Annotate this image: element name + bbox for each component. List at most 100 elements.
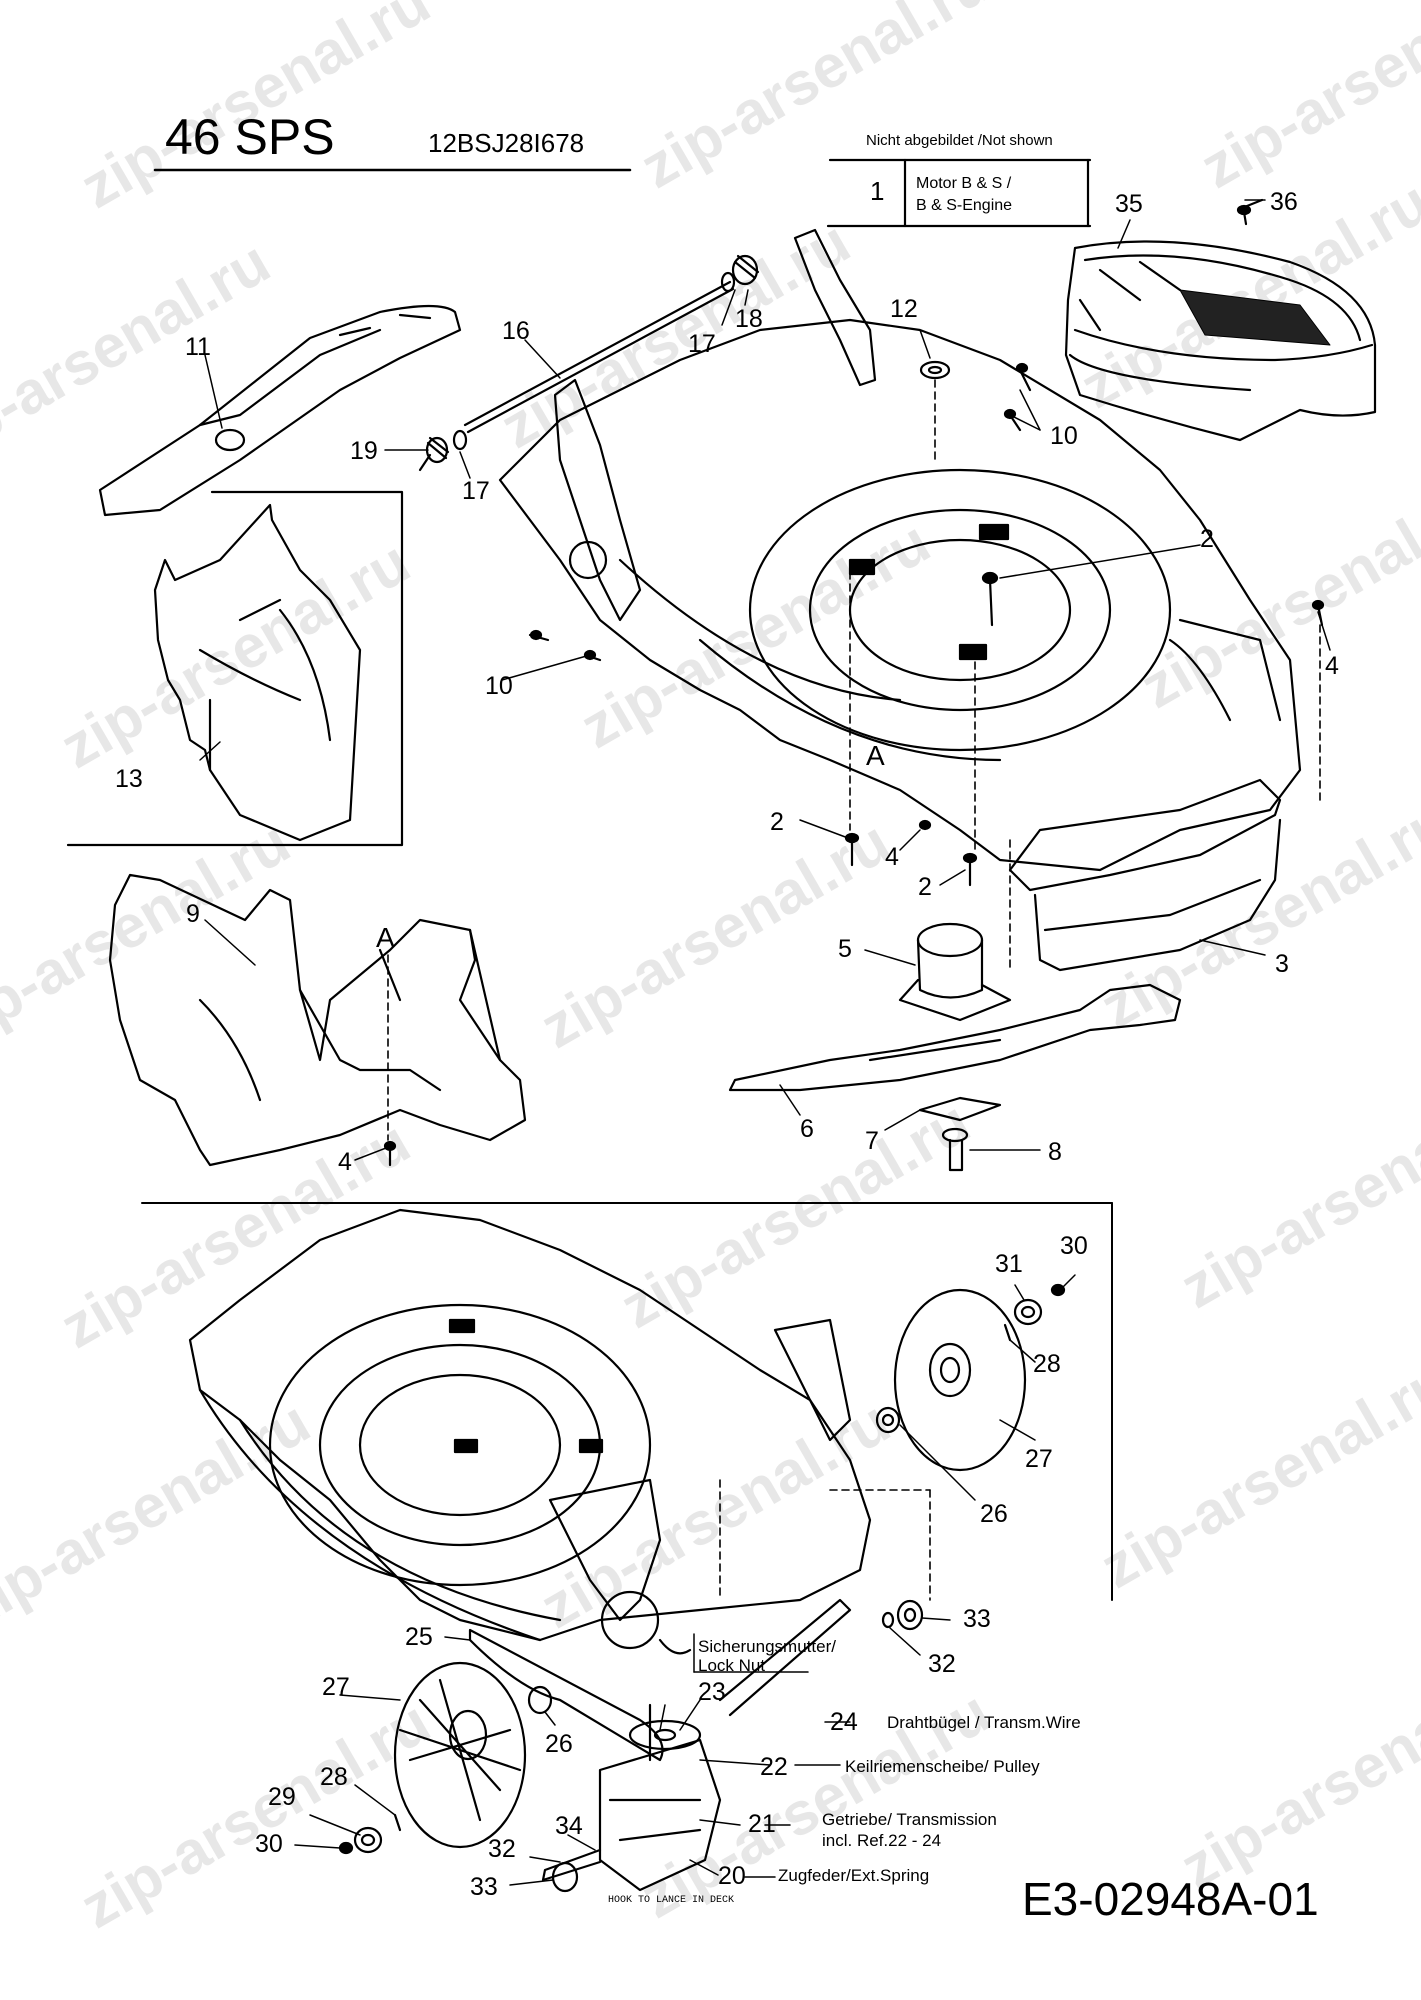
callout-28-right: 28 bbox=[1033, 1350, 1061, 1378]
screw-2-bottom2 bbox=[962, 852, 978, 887]
callout-24: 24 bbox=[830, 1708, 858, 1736]
bushing-26-right bbox=[875, 1406, 901, 1434]
callout-34: 34 bbox=[555, 1812, 583, 1840]
callout-3: 3 bbox=[1275, 950, 1289, 978]
callout-7: 7 bbox=[865, 1127, 879, 1155]
drive-shaft-34 bbox=[541, 1848, 602, 1882]
lock-nut-bracket bbox=[693, 1633, 809, 1673]
screw-30-left bbox=[338, 1841, 354, 1855]
callout-22: 22 bbox=[760, 1753, 788, 1781]
callout-2-center: 2 bbox=[1200, 525, 1214, 553]
blade-6 bbox=[728, 983, 1182, 1092]
spring-19 bbox=[418, 436, 450, 472]
callout-17-left: 17 bbox=[462, 477, 490, 505]
rear-bracket-left bbox=[553, 378, 642, 622]
callout-8: 8 bbox=[1048, 1138, 1062, 1166]
callout-5: 5 bbox=[838, 935, 852, 963]
v-belt-25 bbox=[468, 1628, 664, 1762]
callout-9: 9 bbox=[186, 900, 200, 928]
callout-31: 31 bbox=[995, 1250, 1023, 1278]
callout-17-top: 17 bbox=[688, 330, 716, 358]
callout-26-left: 26 bbox=[545, 1730, 573, 1758]
part-number: 12BSJ28I678 bbox=[428, 128, 585, 158]
callout-33-left: 33 bbox=[470, 1873, 498, 1901]
label-ext-spring: Zugfeder/Ext.Spring bbox=[778, 1866, 930, 1885]
label-lock-nut-1: Sicherungsmutter/ bbox=[698, 1637, 836, 1656]
callout-35: 35 bbox=[1115, 190, 1143, 218]
washer-17b bbox=[452, 429, 468, 451]
callout-2-lower: 2 bbox=[770, 808, 784, 836]
transmission-21 bbox=[598, 1719, 722, 1892]
callout-11: 11 bbox=[185, 333, 211, 361]
pin-28-left bbox=[393, 1813, 402, 1832]
not-shown-box bbox=[826, 158, 1092, 228]
wheel-27-right bbox=[893, 1288, 1027, 1472]
not-shown-caption: Nicht abgebildet /Not shown bbox=[866, 132, 1053, 149]
not-shown-line2: B & S-Engine bbox=[916, 197, 1013, 214]
blade-adapter-5 bbox=[898, 922, 1012, 1022]
label-transm-wire: Drahtbügel / Transm.Wire bbox=[887, 1713, 1081, 1732]
washer-17a bbox=[720, 271, 736, 293]
callout-10-left: 10 bbox=[485, 672, 513, 700]
callout-29: 29 bbox=[268, 1783, 296, 1811]
callout-30-top: 30 bbox=[1060, 1232, 1088, 1260]
assembly-guides bbox=[387, 379, 1321, 1141]
callout-32-left: 32 bbox=[488, 1835, 516, 1863]
callout-20: 20 bbox=[718, 1862, 746, 1890]
screw-2-center bbox=[981, 571, 999, 627]
screw-4-bag bbox=[383, 1140, 397, 1167]
rear-skirt-3 bbox=[1008, 778, 1282, 972]
mower-deck-top bbox=[498, 318, 1302, 872]
drawing-code: E3-02948A-01 bbox=[1022, 1873, 1319, 1925]
rear-axle-16 bbox=[463, 280, 735, 434]
washer-32-right bbox=[881, 1611, 895, 1629]
callout-12: 12 bbox=[890, 295, 918, 323]
rear-bracket-right bbox=[793, 228, 877, 387]
drive-axle bbox=[718, 1598, 852, 1717]
bracket-front-right bbox=[773, 1318, 852, 1442]
washer-12 bbox=[919, 360, 951, 380]
callout-19: 19 bbox=[350, 437, 378, 465]
label-lock-nut-2: Lock Nut bbox=[698, 1656, 766, 1675]
callout-21: 21 bbox=[748, 1810, 776, 1838]
callout-27-left: 27 bbox=[322, 1673, 350, 1701]
callout-16: 16 bbox=[502, 317, 530, 345]
engine-cover-35 bbox=[1064, 240, 1377, 442]
label-hook: HOOK TO LANCE IN DECK bbox=[608, 1895, 735, 1906]
callout-10-top: 10 bbox=[1050, 422, 1078, 450]
callout-26-right: 26 bbox=[980, 1500, 1008, 1528]
callout-23: 23 bbox=[698, 1678, 726, 1706]
label-transmission-2: incl. Ref.22 - 24 bbox=[822, 1831, 942, 1850]
callout-36: 36 bbox=[1270, 188, 1298, 216]
not-shown-line1: Motor B & S / bbox=[916, 175, 1012, 192]
nut-29 bbox=[353, 1826, 383, 1854]
section-a-deflector: A bbox=[376, 922, 395, 953]
section-a-deck: A bbox=[866, 740, 885, 771]
callout-32-right: 32 bbox=[928, 1650, 956, 1678]
bracket-front-left bbox=[548, 1478, 662, 1650]
screw-30-top bbox=[1050, 1283, 1066, 1297]
assembly-guides-bottom bbox=[719, 1479, 931, 1601]
nut-31 bbox=[1013, 1298, 1043, 1326]
callout-28-left: 28 bbox=[320, 1763, 348, 1791]
callout-18: 18 bbox=[735, 305, 763, 333]
bolt-8 bbox=[941, 1127, 969, 1172]
mower-deck-bottom bbox=[188, 1208, 872, 1642]
washer-7 bbox=[918, 1096, 1002, 1122]
callout-25: 25 bbox=[405, 1623, 433, 1651]
pin-28-right bbox=[1003, 1323, 1012, 1342]
callout-2-bottom: 2 bbox=[918, 873, 932, 901]
grass-bag-frame-13 bbox=[66, 490, 404, 847]
callout-6: 6 bbox=[800, 1115, 814, 1143]
callout-4-right: 4 bbox=[1325, 652, 1339, 680]
bushing-26-left bbox=[527, 1685, 553, 1715]
screw-4-mid bbox=[918, 819, 932, 831]
label-transmission-1: Getriebe/ Transmission bbox=[822, 1810, 997, 1829]
screws-10-top bbox=[1003, 362, 1032, 432]
model-title: 46 SPS bbox=[165, 109, 335, 165]
lock-nut-pointer bbox=[658, 1638, 692, 1655]
spring-18 bbox=[731, 254, 760, 286]
callout-30-left: 30 bbox=[255, 1830, 283, 1858]
